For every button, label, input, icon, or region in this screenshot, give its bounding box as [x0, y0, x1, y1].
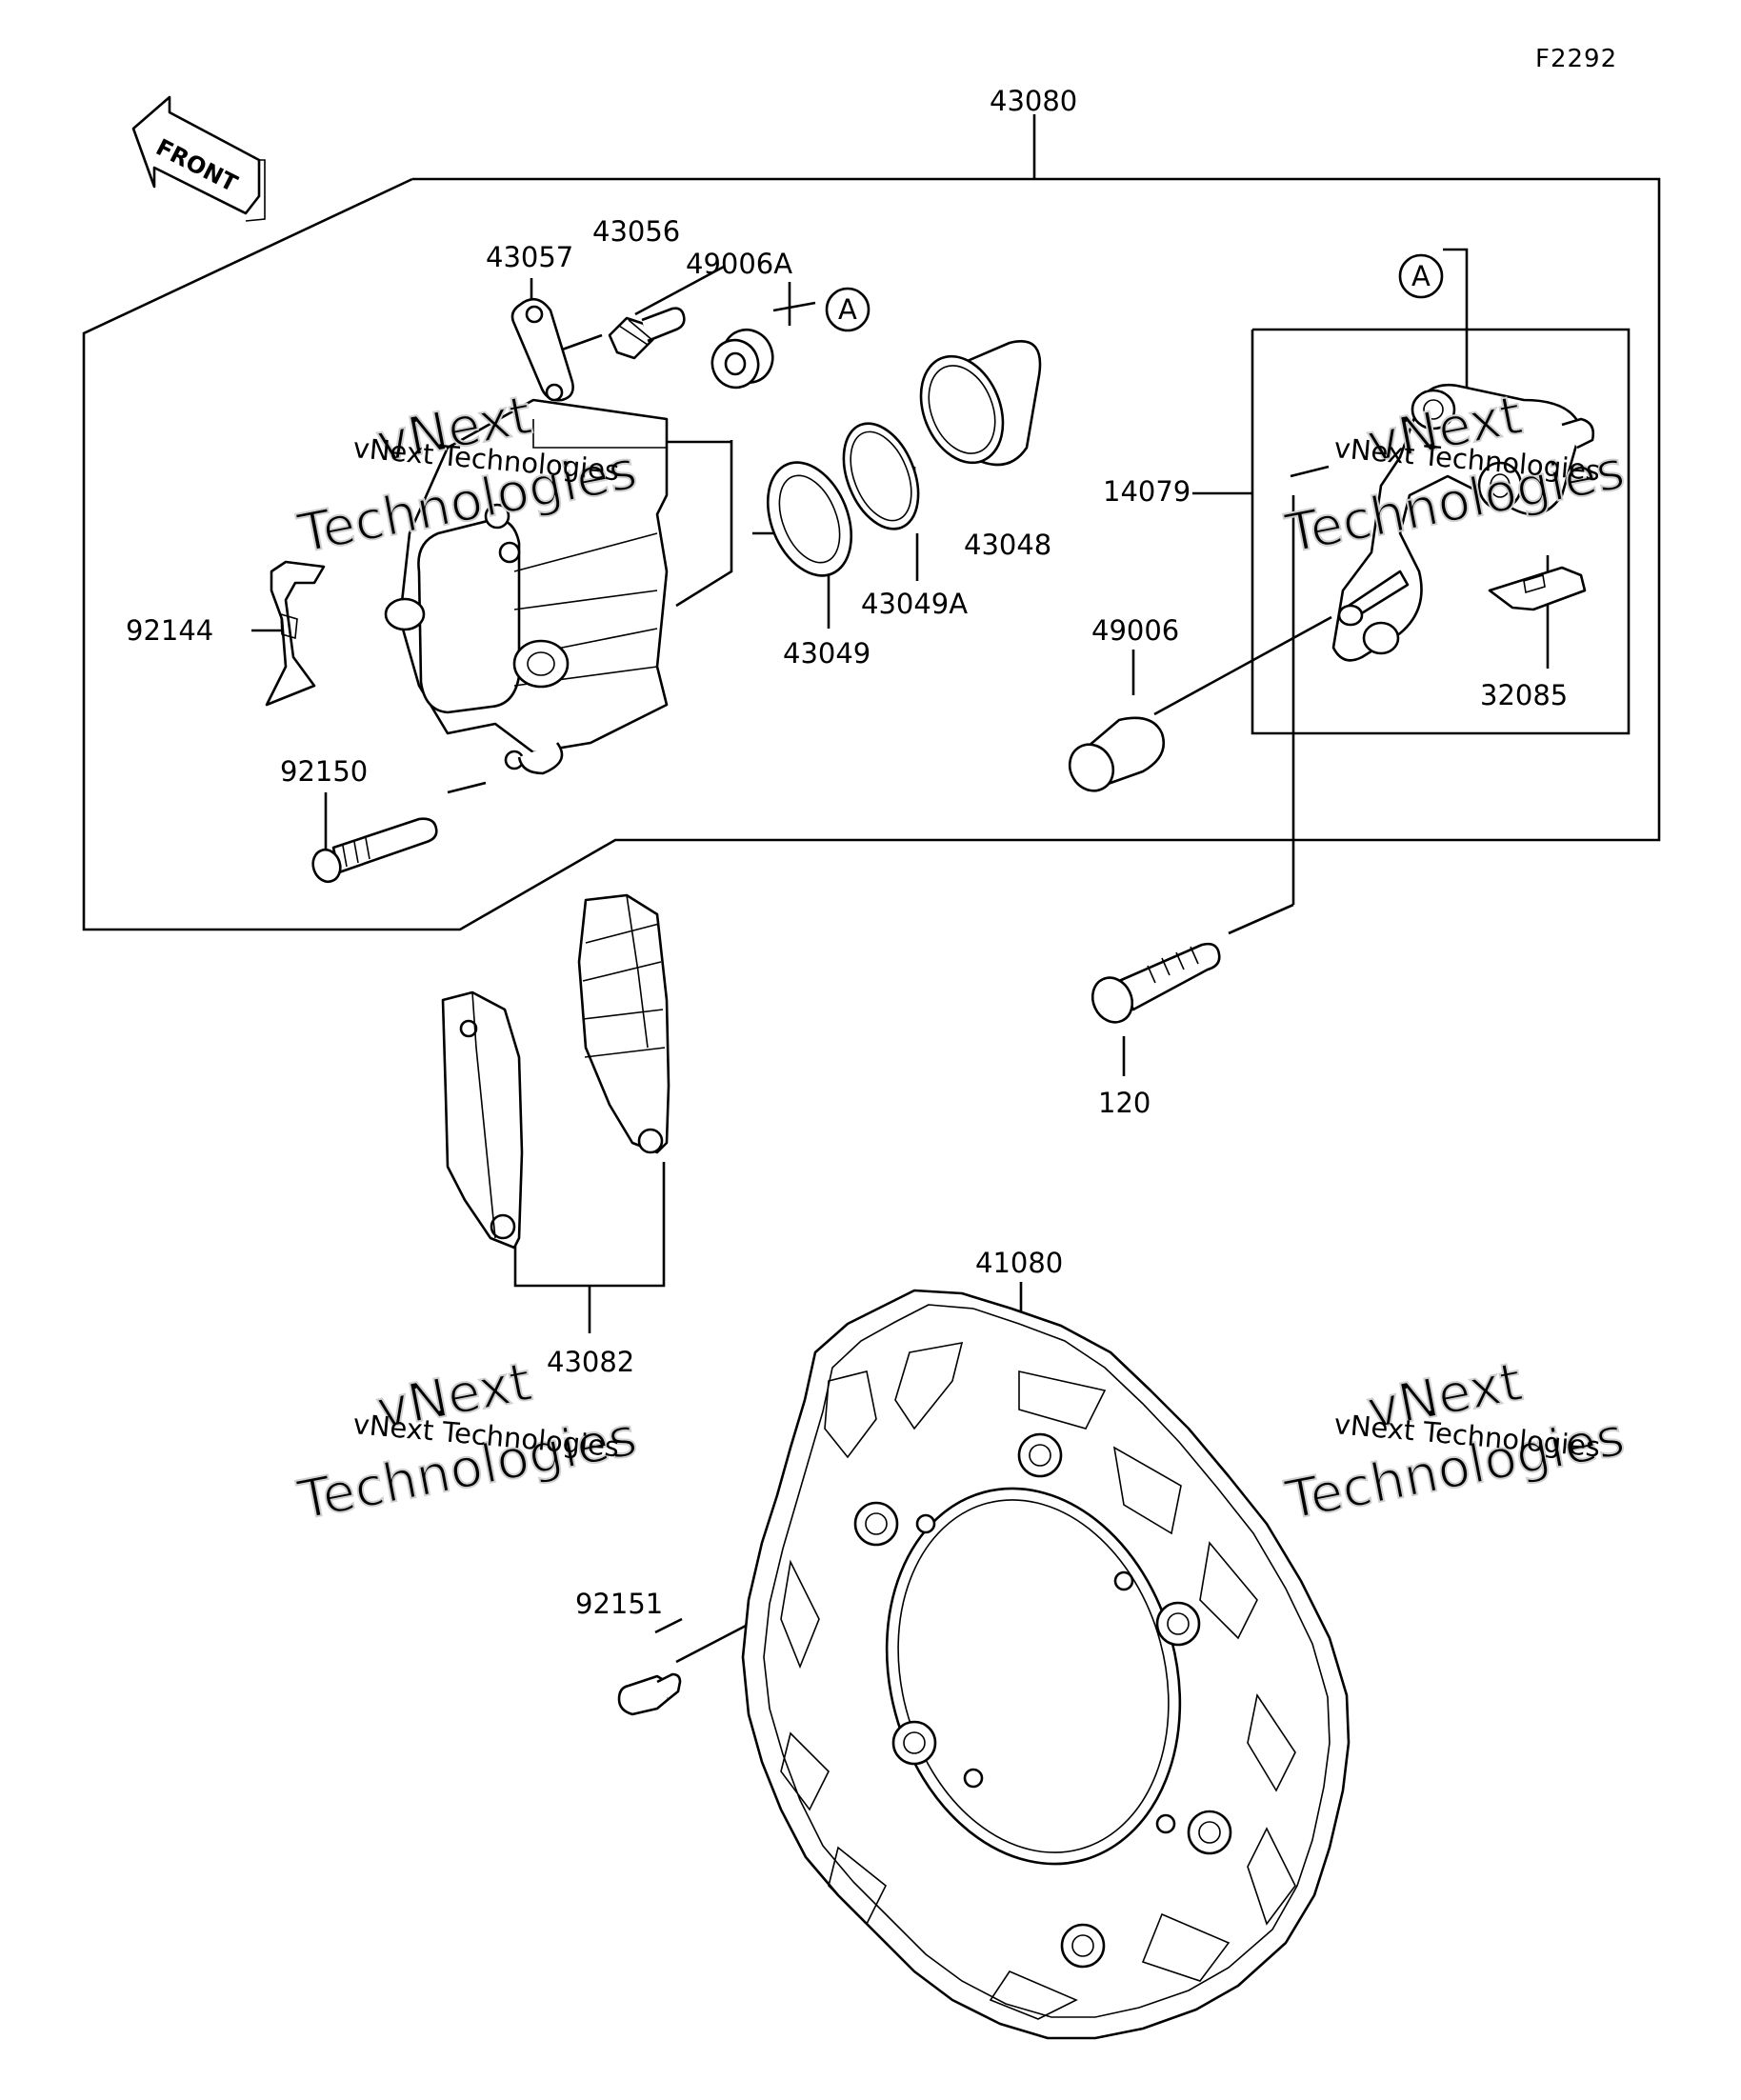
- part-92144-spring: [265, 560, 326, 707]
- caliper-assembly-frame: [82, 177, 1661, 931]
- part-49006-boot: [1068, 716, 1166, 792]
- ref-marker-a-right: A: [1398, 253, 1444, 299]
- svg-text:A: A: [1411, 260, 1431, 292]
- diagram-code: F2292: [1535, 45, 1617, 73]
- watermark-top-right: vNext Technologies vNext Technologies: [1279, 384, 1631, 567]
- label-43057: 43057: [486, 241, 573, 273]
- label-92151: 92151: [575, 1588, 663, 1620]
- part-caliper-body: [384, 398, 669, 775]
- label-92150: 92150: [280, 755, 368, 788]
- part-43049-seal: [766, 461, 853, 577]
- part-43057-bleeder-cap: [510, 297, 574, 402]
- label-43048: 43048: [964, 529, 1051, 561]
- label-43049: 43049: [783, 637, 870, 670]
- part-41080-disc: [741, 1289, 1351, 2040]
- label-41080: 41080: [975, 1247, 1063, 1279]
- part-32085-clip: [1488, 566, 1587, 611]
- label-43080: 43080: [990, 85, 1077, 117]
- label-32085: 32085: [1480, 679, 1568, 711]
- label-49006: 49006: [1091, 614, 1179, 647]
- front-arrow-icon: FRONT: [131, 95, 266, 222]
- label-43049a: 43049A: [861, 588, 968, 620]
- label-92144: 92144: [126, 614, 213, 647]
- ref-marker-a-left: A: [825, 287, 870, 332]
- watermark-bottom-left: vNext Technologies vNext Technologies: [291, 1350, 643, 1533]
- label-43082: 43082: [547, 1346, 634, 1378]
- label-49006a: 49006A: [686, 248, 792, 280]
- label-43056: 43056: [592, 215, 680, 248]
- part-43048-piston: [919, 340, 1042, 467]
- svg-text:A: A: [838, 293, 857, 326]
- part-43049a-seal: [842, 422, 920, 530]
- label-120: 120: [1098, 1087, 1151, 1119]
- part-49006a-boot: [710, 328, 774, 390]
- part-120-bolt: [1091, 942, 1221, 1024]
- part-43056-bleed-valve: [608, 307, 686, 360]
- bracket-frame: [1251, 328, 1631, 735]
- part-14079-bracket: [1331, 383, 1595, 662]
- label-14079: 14079: [1103, 475, 1191, 508]
- part-92151-screw: [617, 1672, 682, 1716]
- part-43082-pads: [441, 893, 670, 1250]
- part-92150-pin: [311, 817, 438, 884]
- watermark-bottom-right: vNext Technologies vNext Technologies: [1279, 1350, 1631, 1533]
- part-labels: 43080 43057 43056 49006A 43048 43049A 43…: [126, 85, 1568, 1620]
